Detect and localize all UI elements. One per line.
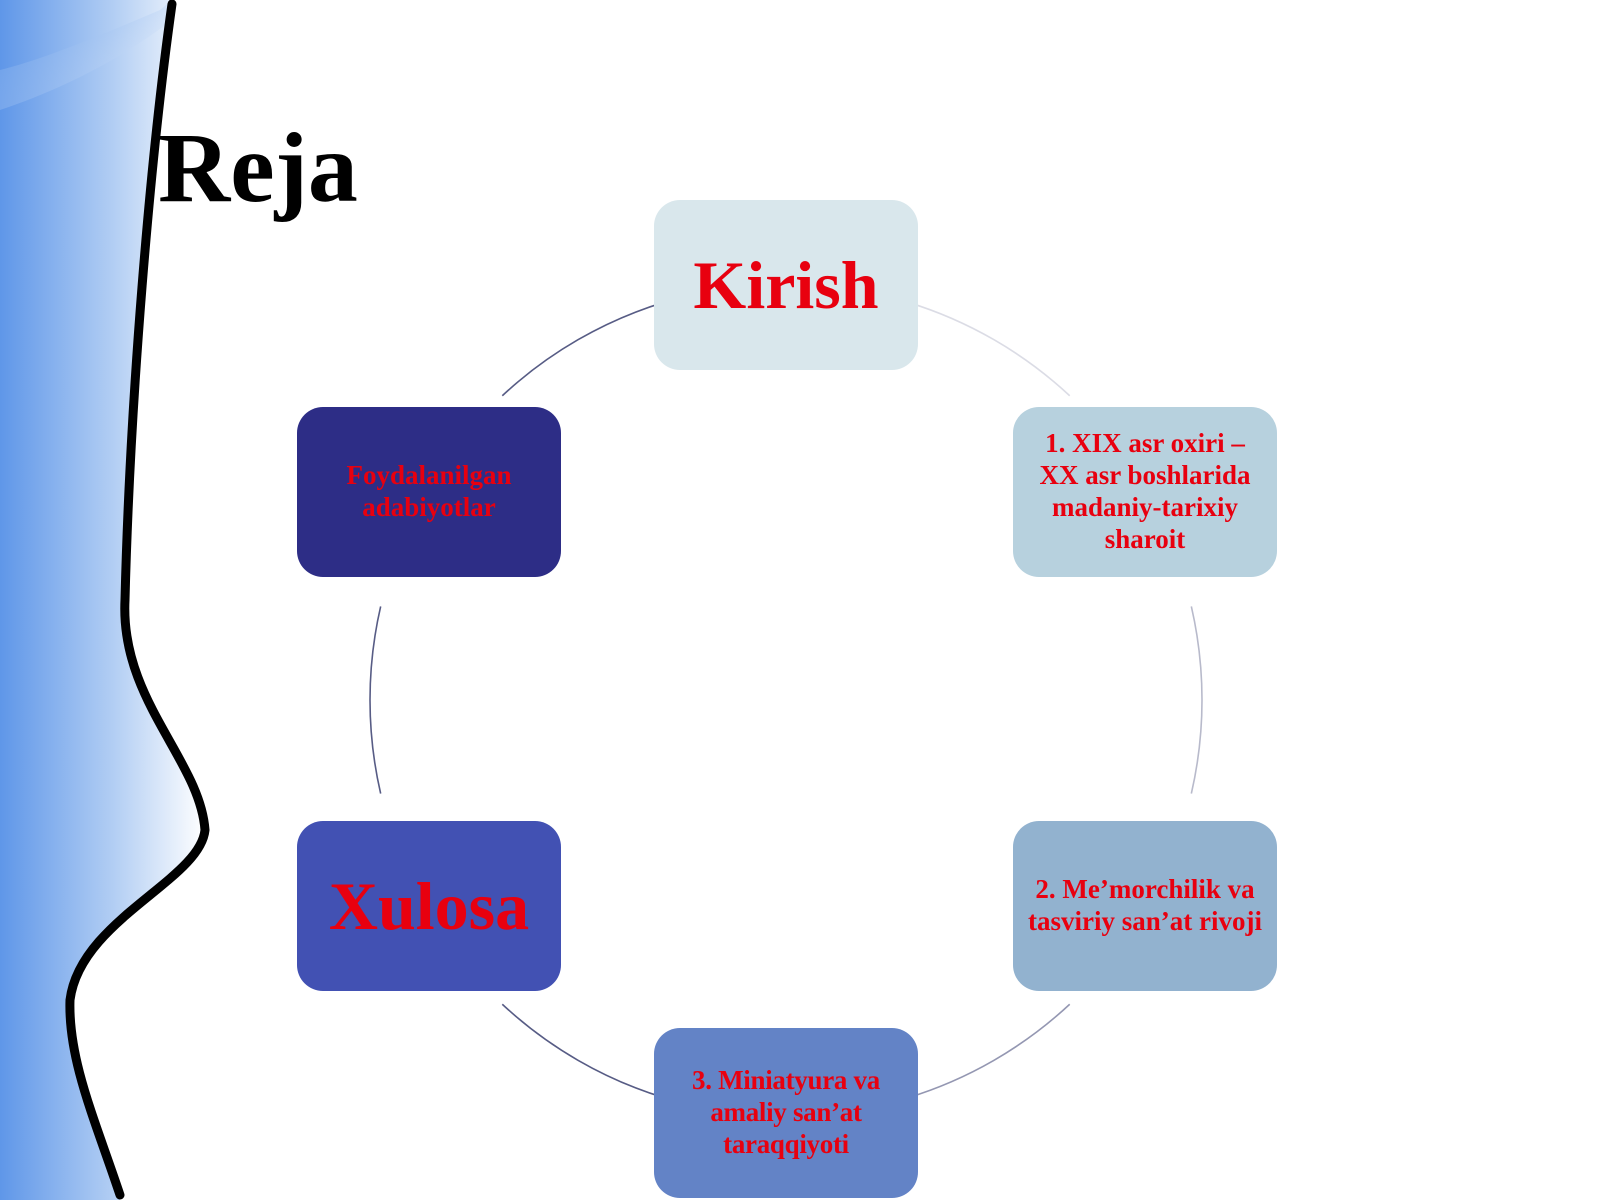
- node-adabiyotlar: Foydalanilgan adabiyotlar: [297, 407, 561, 577]
- swoosh-top-band: [0, 0, 172, 110]
- node-step-3: 3. Miniatyura va amaliy san’at taraqqiyo…: [654, 1028, 918, 1198]
- node-xulosa-label: Xulosa: [328, 867, 530, 944]
- ring-arc: [501, 1003, 665, 1099]
- ring-arc: [907, 301, 1071, 397]
- node-step-1: 1. XIX asr oxiri – XX asr boshlarida mad…: [1013, 407, 1277, 577]
- ring-arcs: [369, 301, 1203, 1099]
- node-kirish-label: Kirish: [693, 246, 879, 323]
- ring-arc: [501, 301, 665, 397]
- slide-title: Reja: [158, 112, 358, 223]
- swoosh-fill: [0, 0, 205, 1200]
- node-step-2-label: 2. Me’morchilik va tasviriy san’at rivoj…: [1028, 874, 1262, 936]
- node-step-1-label: 1. XIX asr oxiri – XX asr boshlarida mad…: [1039, 428, 1251, 554]
- node-kirish: Kirish: [654, 200, 918, 370]
- node-adabiyotlar-label: Foydalanilgan adabiyotlar: [346, 460, 512, 522]
- ring-arc: [369, 606, 382, 794]
- node-step-3-label: 3. Miniatyura va amaliy san’at taraqqiyo…: [692, 1065, 880, 1159]
- swoosh-outline: [65, 0, 210, 1200]
- ring-arc: [1190, 606, 1203, 794]
- ring-arc: [907, 1003, 1071, 1099]
- node-xulosa: Xulosa: [297, 821, 561, 991]
- node-step-2: 2. Me’morchilik va tasviriy san’at rivoj…: [1013, 821, 1277, 991]
